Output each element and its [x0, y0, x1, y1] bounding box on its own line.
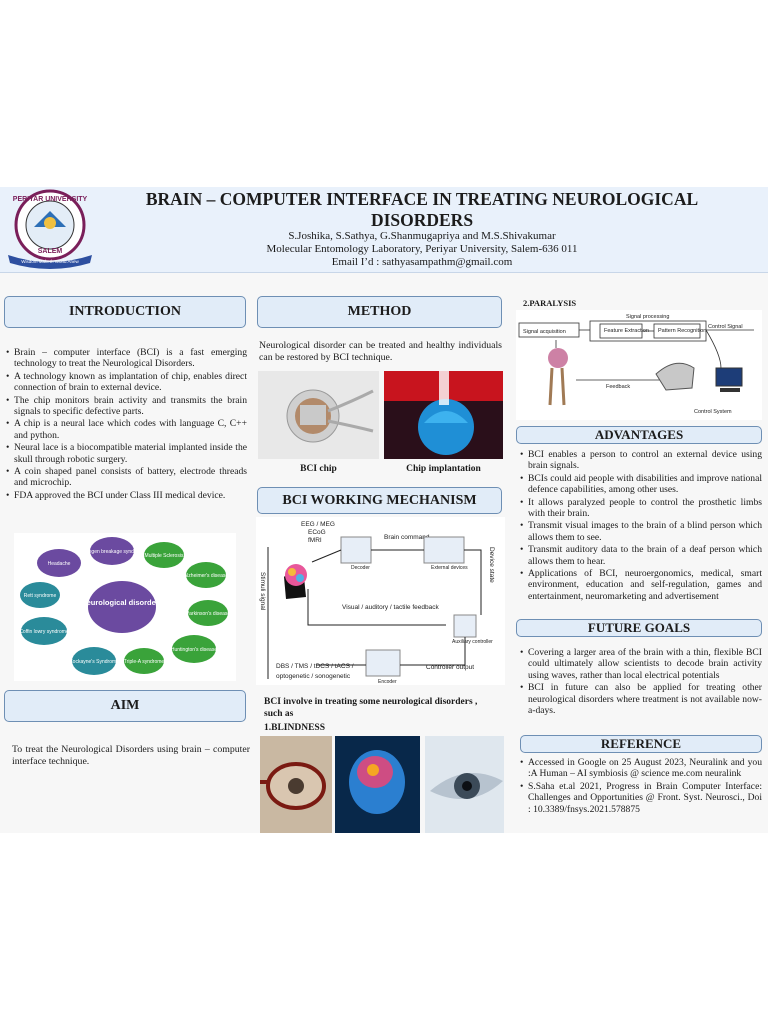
feature-extraction-label: Feature Extraction [604, 328, 649, 334]
authors: S.Joshika, S.Sathya, G.Shanmugapriya and… [288, 230, 556, 242]
method-text: Neurological disorder can be treated and… [259, 340, 502, 363]
diagram-center-label: Neurological disorders [81, 598, 163, 607]
diagram-node: Triple-A syndrome [124, 659, 165, 665]
encoder-label: Encoder [378, 679, 397, 685]
diagram-node: Headache [48, 561, 71, 567]
logo-ribbon-text: Wisdom Maketh World Anew [21, 259, 79, 264]
list-item: Applications of BCI, neuroergonomics, me… [520, 568, 762, 602]
bci-chip-caption: BCI chip [300, 464, 337, 474]
list-item: A coin shaped panel consists of battery,… [6, 466, 247, 489]
list-item: BCIs could aid people with disabilities … [520, 473, 762, 496]
chip-implantation-image [384, 371, 503, 459]
list-item: Transmit visual images to the brain of a… [520, 520, 762, 543]
bci-involve-line2: such as [264, 709, 294, 719]
list-item: A technology known as implantation of ch… [6, 371, 247, 394]
mechanism-heading: BCI WORKING MECHANISM [257, 487, 502, 514]
list-item: Brain – computer interface (BCI) is a fa… [6, 347, 247, 370]
list-item: Transmit auditory data to the brain of a… [520, 544, 762, 567]
list-item: A chip is a neural lace which codes with… [6, 418, 247, 441]
stimuli-signal-label: Stimuli signal [259, 572, 266, 611]
bci-chip-image [258, 371, 379, 459]
bci-mechanism-diagram: EEG / MEG ECoG fMRI Brain command Decode… [256, 517, 505, 685]
list-item: Accessed in Google on 25 August 2023, Ne… [520, 757, 762, 780]
diagram-node: Alzheimer's disease [184, 573, 229, 579]
aim-heading: AIM [4, 690, 246, 722]
decoder-label: Decoder [351, 565, 370, 571]
poster-title: BRAIN – COMPUTER INTERFACE IN TREATING N… [145, 189, 699, 230]
advantages-heading: ADVANTAGES [516, 426, 762, 444]
reference-list: Accessed in Google on 25 August 2023, Ne… [520, 757, 762, 816]
eyeglasses-image [260, 736, 332, 833]
control-system-label: Control System [694, 409, 732, 415]
diagram-node: Parkinson's disease [186, 611, 231, 617]
future-goals-list: Covering a larger area of the brain with… [520, 647, 762, 717]
pattern-recognition-label: Pattern Recognition [658, 328, 706, 334]
signal-acquisition-label: Signal acquisition [523, 329, 566, 335]
blindness-label: 1.BLINDNESS [264, 723, 325, 733]
logo-top-text: PERIYAR UNIVERSITY [13, 196, 88, 203]
list-item: Neural lace is a biocompatible material … [6, 442, 247, 465]
bci-involve-text: BCI involve in treating some neurologica… [264, 696, 504, 720]
list-item: BCI in future can also be applied for tr… [520, 682, 762, 716]
logo-bottom-text: SALEM [38, 248, 63, 255]
diagram-node: Nijmegen breakage syndrome [79, 549, 146, 555]
feedback-label: Visual / auditory / tactile feedback [342, 604, 439, 611]
list-item: It allows paralyzed people to control th… [520, 497, 762, 520]
introduction-heading: INTRODUCTION [4, 296, 246, 328]
controller-output-label: Controller output [426, 664, 474, 671]
list-item: BCI enables a person to control an exter… [520, 449, 762, 472]
diagram-node: Coffin lowry syndrome [19, 629, 69, 635]
brain-command-label: Brain command [384, 534, 430, 541]
neurological-disorders-diagram: Neurological disorders Headache Nijmegen… [14, 533, 236, 681]
dbs-label: DBS / TMS / tDCS / tACS / [276, 663, 354, 670]
signal-processing-label: Signal processing [626, 314, 669, 320]
poster: PERIYAR UNIVERSITY SALEM Wisdom Maketh W… [0, 187, 768, 833]
device-state-label: Device state [488, 547, 495, 583]
university-logo: PERIYAR UNIVERSITY SALEM Wisdom Maketh W… [8, 189, 92, 269]
external-devices-label: External devices [431, 565, 468, 571]
diagram-node: Cockayne's Syndrome [69, 659, 119, 665]
diagram-node: Huntington's disease [171, 647, 217, 653]
advantages-list: BCI enables a person to control an exter… [520, 449, 762, 603]
list-item: FDA approved the BCI under Class III med… [6, 490, 247, 502]
opto-label: optogenetic / sonogenetic [276, 673, 351, 680]
poster-header: PERIYAR UNIVERSITY SALEM Wisdom Maketh W… [0, 187, 768, 273]
future-goals-heading: FUTURE GOALS [516, 619, 762, 637]
brain-scan-image [335, 736, 420, 833]
feedback-label: Feedback [606, 384, 630, 390]
paralysis-diagram: Signal processing Signal acquisition Fea… [516, 310, 762, 420]
method-heading: METHOD [257, 296, 502, 328]
bci-involve-line1: BCI involve in treating some neurologica… [264, 697, 478, 707]
diagram-node: Rett syndrome [24, 593, 57, 599]
list-item: The chip monitors brain activity and tra… [6, 395, 247, 418]
introduction-list: Brain – computer interface (BCI) is a fa… [6, 347, 247, 502]
control-signal-label: Control Signal [708, 324, 743, 330]
chip-implantation-caption: Chip implantation [406, 464, 481, 474]
eeg-label: EEG / MEG [301, 521, 335, 528]
paralysis-heading: 2.PARALYSIS [523, 298, 577, 308]
auxiliary-controller-label: Auxiliary controller [452, 639, 493, 645]
lab-affiliation: Molecular Entomology Laboratory, Periyar… [266, 243, 578, 255]
list-item: Covering a larger area of the brain with… [520, 647, 762, 681]
fmri-label: fMRI [308, 537, 322, 544]
aim-text: To treat the Neurological Disorders usin… [12, 744, 250, 767]
ecog-label: ECoG [308, 529, 326, 536]
reference-heading: REFERENCE [520, 735, 762, 753]
diagram-node: Multiple Sclerosis [145, 553, 184, 559]
eye-closeup-image [425, 736, 504, 833]
contact-email: Email I’d : sathyasampathm@gmail.com [331, 256, 513, 268]
list-item: S.Saha et.al 2021, Progress in Brain Com… [520, 781, 762, 815]
